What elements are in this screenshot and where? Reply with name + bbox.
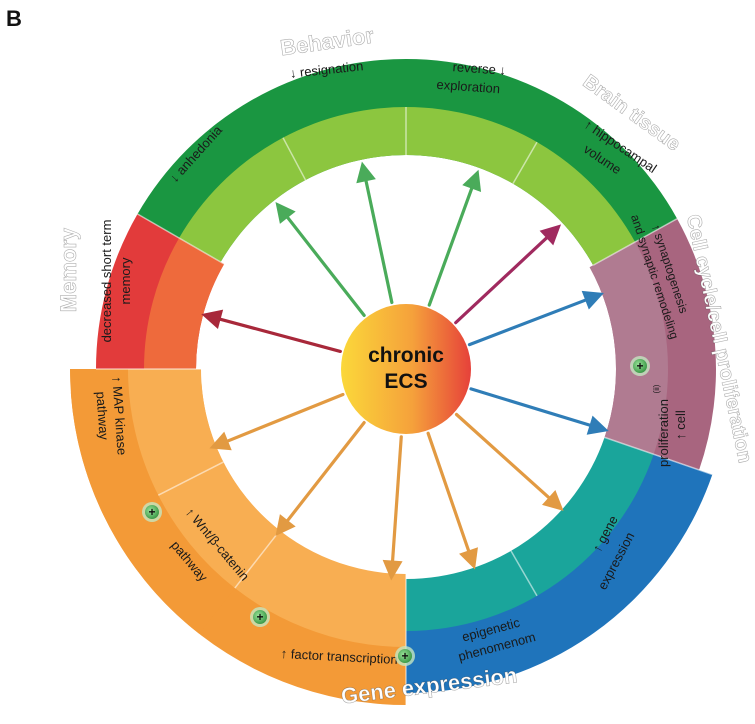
behavior-inner-band-2 — [179, 107, 406, 262]
brain-inner-band — [589, 241, 669, 455]
effect-factor-transcription: ↑ factor transcription — [280, 646, 398, 667]
behavior-inner-band — [406, 107, 636, 266]
panel-letter: B — [6, 6, 22, 31]
memory-inner-band — [144, 238, 225, 369]
arrow-epigenetic — [426, 431, 478, 570]
effect-exploration-line2: exploration — [436, 77, 501, 96]
effect-cell-proliferation-line2: proliferation — [656, 399, 671, 467]
plus-connector-icon: + — [250, 607, 270, 627]
effect-memory-line1: decreased short term — [99, 220, 114, 343]
arrow-anhedonia — [275, 201, 366, 318]
arrow-factor-transcription — [382, 435, 403, 581]
category-memory: Memory — [56, 227, 81, 312]
arrow-synaptogenesis — [467, 290, 604, 347]
arrow-hippocampal-volume — [454, 224, 562, 325]
arrow-short-term-memory — [201, 309, 342, 354]
segment-divider — [282, 137, 307, 181]
center-label-line1: chronic — [368, 344, 444, 367]
arrow-exploration — [427, 169, 482, 307]
segment-divider — [157, 461, 224, 496]
effect-memory-line2: memory — [118, 257, 133, 304]
arrow-resignation — [356, 161, 394, 305]
arrow-mapk-pathway — [209, 392, 345, 451]
svg-text:+: + — [636, 359, 643, 373]
cell-outer-band — [406, 452, 713, 693]
center-circle — [341, 304, 471, 434]
segment-divider — [137, 213, 225, 265]
plus-connector-icon: + — [630, 356, 650, 376]
connector-markers: + + + + — [142, 356, 650, 666]
svg-text:+: + — [256, 610, 263, 624]
segment-divider — [510, 550, 538, 597]
arrow-gene-expression — [454, 412, 564, 511]
segment-divider — [592, 218, 678, 266]
effect-exploration-line1: reverse ↓ — [452, 59, 506, 78]
center-label-line2: ECS — [384, 370, 427, 393]
category-behavior: Behavior — [279, 23, 376, 61]
svg-text:+: + — [148, 505, 155, 519]
gene-inner-band-2 — [128, 369, 280, 589]
category-ring — [70, 59, 716, 705]
effect-cell-proliferation-line1: ↑ cell — [673, 410, 688, 440]
segment-divider — [604, 436, 713, 476]
effect-arrows — [201, 161, 609, 581]
cell-inner-band — [406, 437, 654, 631]
segment-divider — [234, 530, 281, 589]
segment-divider — [512, 141, 538, 185]
effect-mapk-line1: ↑ MAP kinase — [109, 376, 129, 456]
svg-text:+: + — [401, 649, 408, 663]
effect-mapk-line2: pathway — [93, 391, 111, 441]
arrow-wnt-pathway — [275, 420, 366, 537]
segment-dividers — [96, 107, 713, 705]
effect-cell-proliferation-sup: (ii) — [652, 384, 661, 393]
plus-connector-icon: + — [142, 502, 162, 522]
plus-connector-icon: + — [395, 646, 415, 666]
arrow-cell-proliferation — [469, 387, 609, 435]
gene-outer-band-2 — [70, 369, 245, 634]
